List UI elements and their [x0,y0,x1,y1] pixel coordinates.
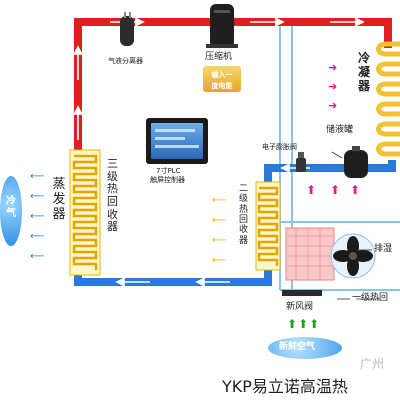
badge-line-2: 度电能 [211,82,233,90]
warm-arrow-icon: ⟵ [212,215,227,226]
hot-arrow-icon: ➜ [328,61,338,74]
cold-arrow-icon: ⟵ [30,231,45,242]
separator-label: 气液分离器 [108,57,143,65]
warm-arrow-icon: ⟵ [212,195,227,206]
plc-screen [146,118,208,164]
fan-icon [330,233,376,279]
compressor-label: 压缩机 [205,52,233,62]
fresh-arrow-icon: ⬆ [287,317,299,331]
fresh-valve-icon [282,290,322,296]
hot-air-up-arrow-2: ⬆ [330,183,341,197]
watermark: 广州 [360,357,385,371]
warm-arrow-icon: ⟵ [212,255,227,266]
stage1-recovery-block [285,227,335,281]
stage3-label: 三级热回收器 [107,157,118,234]
stage2-label: 二级热回收器 [238,184,248,246]
page-title: YKP易立诺高温热 [222,377,348,396]
stage1-label: 一级热回 [352,293,389,303]
hot-air-arrows: ➜ ➜ ➜ [328,62,337,111]
badge-line-1: 输入一 [211,71,233,79]
plc-label-2: 触屏控制器 [150,176,185,184]
cold-arrow-icon: ⟵ [30,191,45,202]
fresh-air-arrows: ⬆⬆⬆ [287,318,320,330]
hot-arrow-icon: ➜ [328,99,338,112]
leader-lines [331,151,380,300]
plc-label-1: 7寸PLC [156,167,181,175]
cold-arrow-icon: ⟵ [30,251,45,262]
fresh-valve-label: 新风阀 [286,302,314,312]
cold-arrow-icon: ⟵ [30,211,45,222]
cold-air-oval [0,176,22,246]
hot-air-up-arrow-1: ⬆ [306,183,317,197]
stage3-recovery-coil [69,149,101,276]
warm-arrow-icon: ⟵ [212,235,227,246]
compressor-icon [206,4,238,48]
plc-display-bar [155,129,195,132]
fresh-arrow-icon: ⬆ [298,317,310,331]
hot-air-up-arrow-3: ⬆ [350,183,361,197]
reservoir-label: 储液罐 [326,125,354,135]
expansion-valve-label: 电子膨胀阀 [262,143,297,151]
exhaust-label: 排湿 [374,244,393,254]
condenser-coil [376,41,400,157]
hot-arrow-icon: ➜ [328,80,338,93]
stage2-recovery-coil [255,181,281,271]
expansion-valve-icon [296,152,306,172]
separator-icon [120,12,134,46]
reservoir-icon [344,146,368,178]
cold-arrow-icon: ⟵ [30,171,45,182]
plc-display-bar [155,137,185,140]
power-badge: 输入一 度电能 [203,66,241,92]
fresh-arrow-icon: ⬆ [309,317,321,331]
cold-arrows: ⟵ ⟵ ⟵ ⟵ ⟵ [30,172,44,262]
warm-arrows: ⟵ ⟵ ⟵ ⟵ [212,196,226,266]
cold-air-label: 冷气 [6,196,16,219]
plc-display-bar [155,145,199,148]
fresh-air-label: 新鲜空气 [279,342,316,352]
condenser-label: 冷凝器 [358,51,371,93]
evaporator-label: 蒸发器 [52,177,66,222]
fresh-air-oval [268,337,342,359]
plc-display [151,123,203,159]
